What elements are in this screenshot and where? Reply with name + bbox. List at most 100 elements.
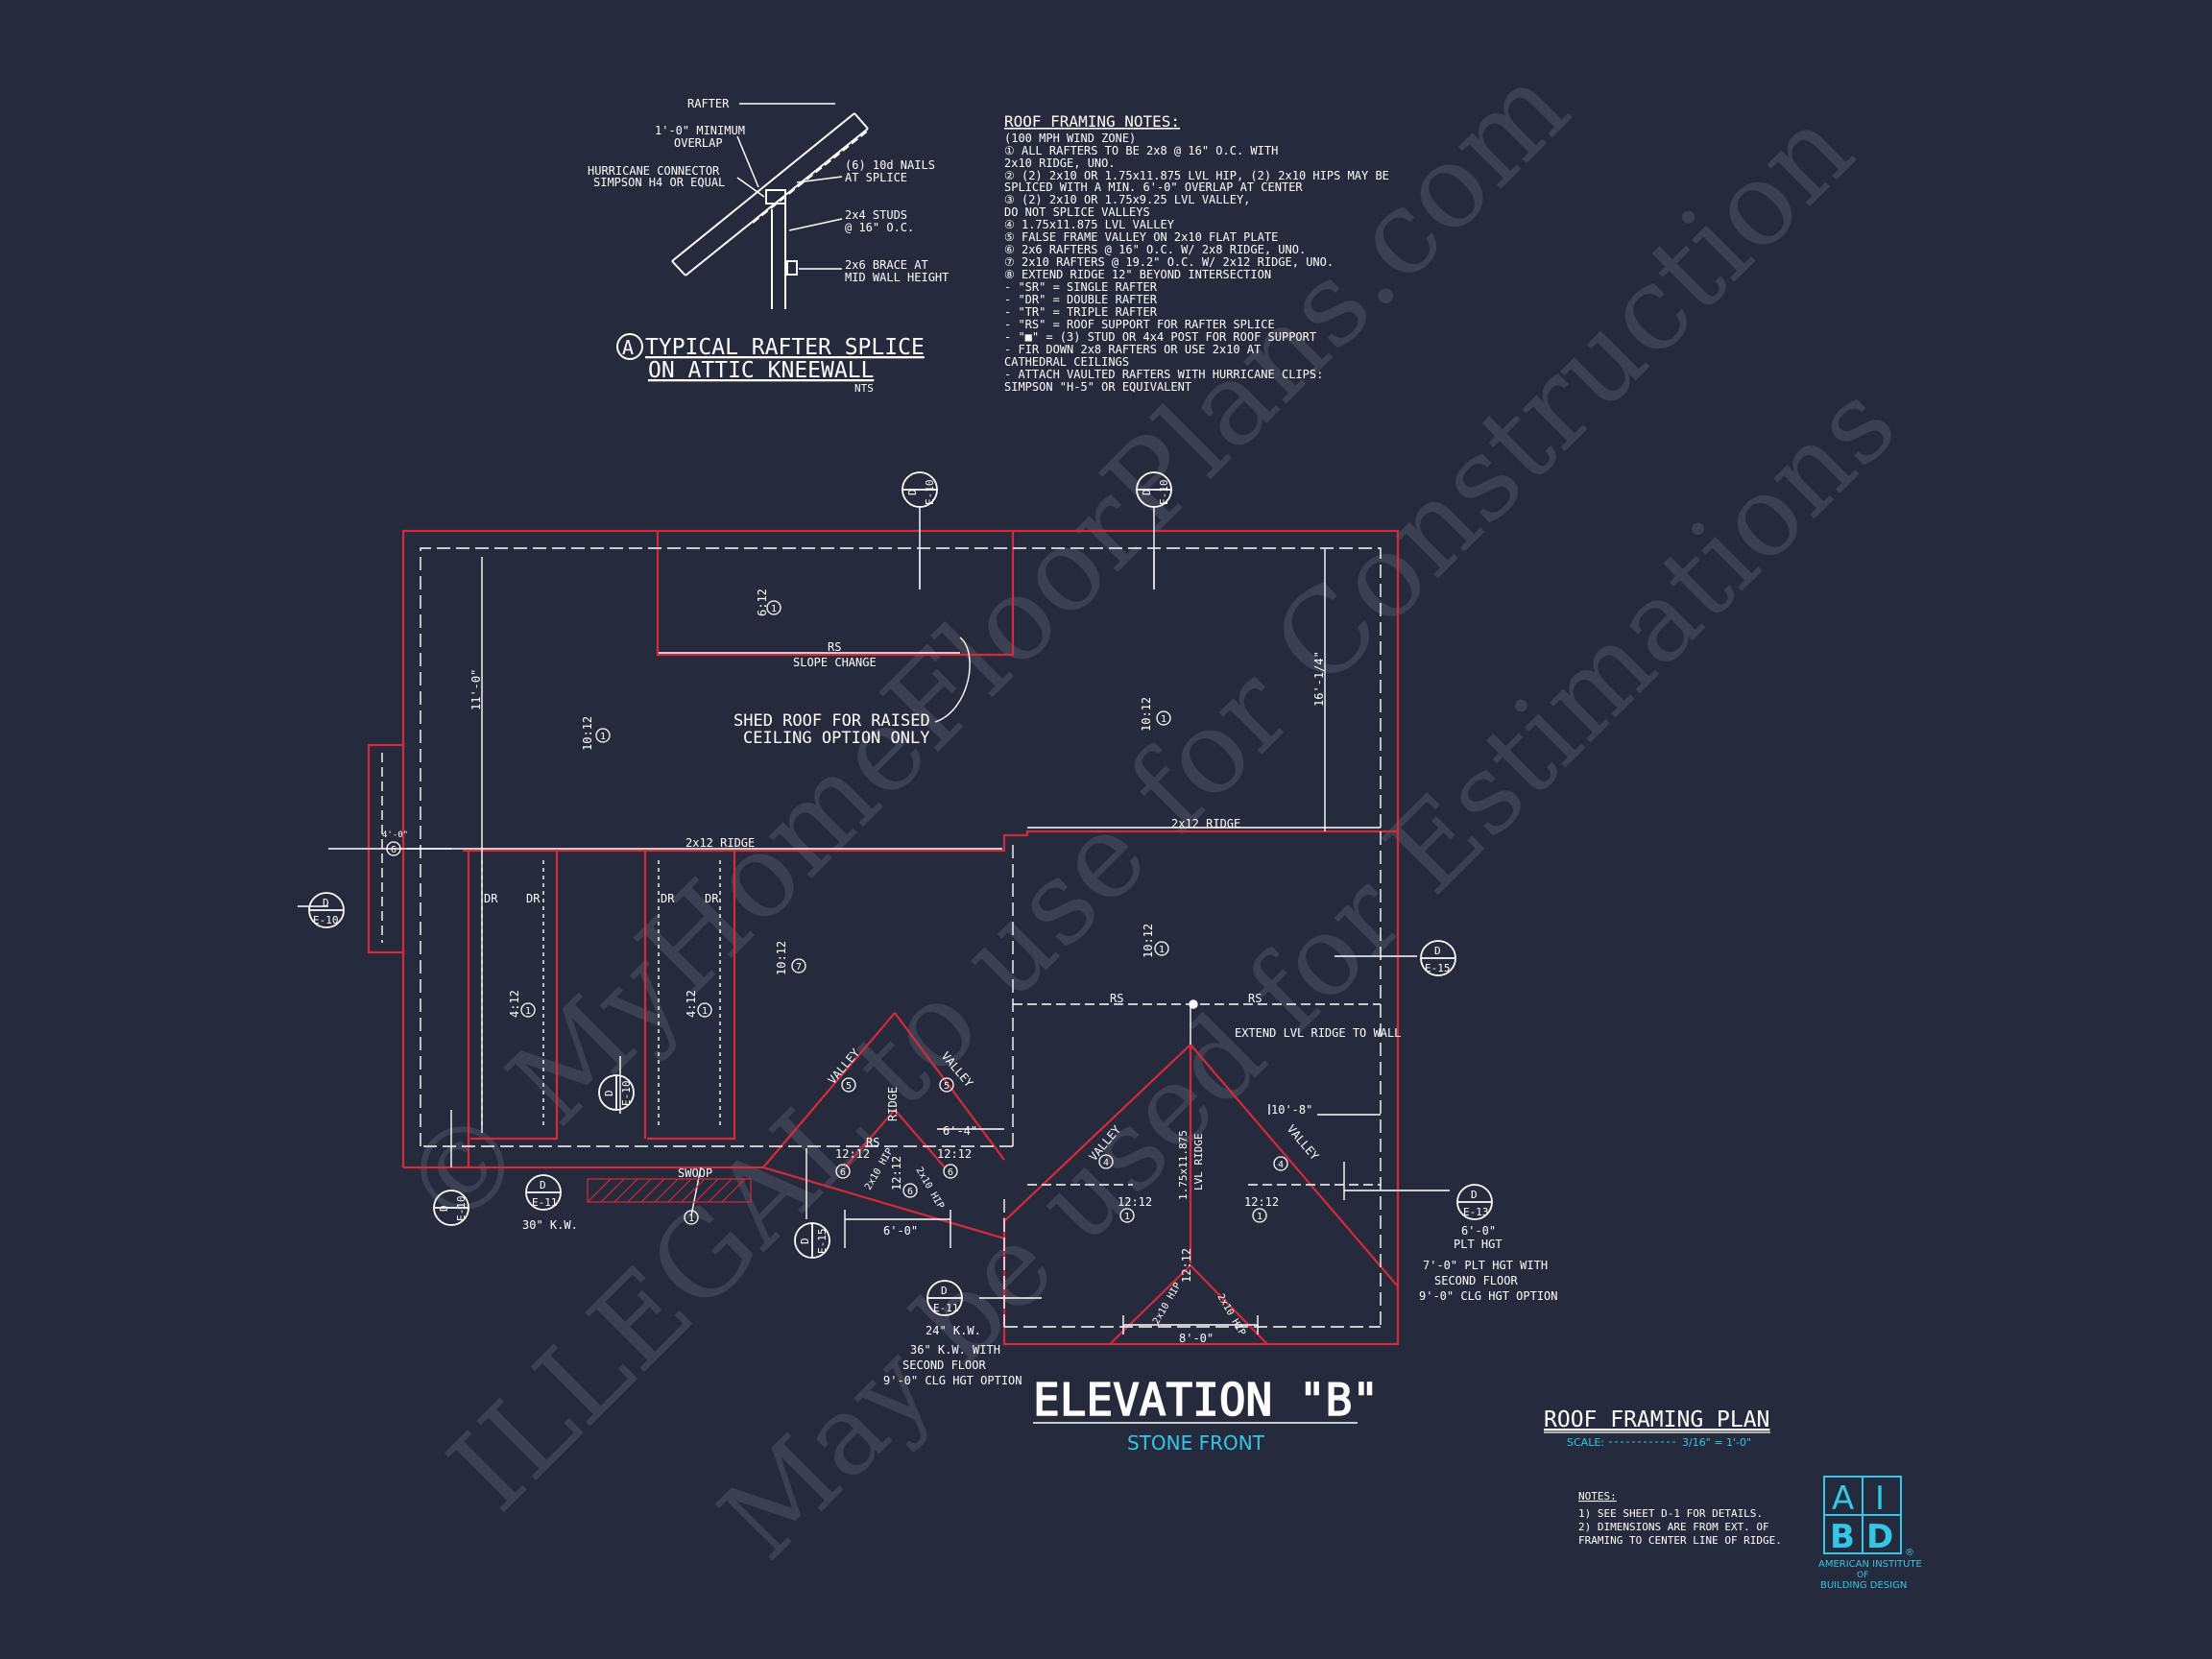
pitch-label: 10:12	[581, 716, 594, 751]
note-circle-numbers: 1 1 1 6 1 7 1 1 5 5 6 6 6 4 4 1 1 1	[391, 604, 1284, 1224]
notes-line: ⑤ FALSE FRAME VALLEY ON 2x10 FLAT PLATE	[1004, 230, 1278, 244]
rafter-splice-detail	[616, 103, 869, 360]
notes-line: - FIR DOWN 2x8 RAFTERS OR USE 2x10 AT	[1004, 343, 1261, 356]
notes-line: ⑥ 2x6 RAFTERS @ 16" O.C. W/ 2x8 RIDGE, U…	[1004, 243, 1306, 256]
dim-label: 10'-8"	[1271, 1103, 1312, 1117]
label-hurricane2: SIMPSON H4 OR EQUAL	[593, 176, 725, 189]
lvl-ridge-2: LVL RIDGE	[1192, 1133, 1205, 1190]
pitch-label: 12:12	[1244, 1195, 1279, 1209]
note-num: 5	[944, 1081, 950, 1092]
kw-24: 24" K.W.	[926, 1324, 981, 1337]
notes-line: ⑧ EXTEND RIDGE 12" BEYOND INTERSECTION	[1004, 268, 1271, 281]
pitch-label: 12:12	[1118, 1195, 1152, 1209]
note-num: 1	[688, 1214, 694, 1224]
note-num: 6	[907, 1187, 913, 1197]
tag-d: D	[1141, 489, 1153, 495]
shed-roof-leader	[934, 637, 971, 723]
tag-d: D	[438, 1205, 450, 1212]
shed-roof-2: CEILING OPTION ONLY	[743, 729, 929, 748]
hip-label: 2x10 HIP	[1214, 1292, 1247, 1337]
tag-d: D	[540, 1179, 546, 1191]
tag-e13: E-13	[1463, 1206, 1489, 1218]
framing-lines	[298, 507, 1450, 1334]
hip-label: 2x10 HIP	[913, 1166, 946, 1211]
note-num: 1	[1159, 945, 1165, 955]
logo-line3: BUILDING DESIGN	[1820, 1580, 1907, 1591]
rafter-splice-text: RAFTER 1'-0" MINIMUM OVERLAP HURRICANE C…	[588, 97, 949, 395]
notes-line: 2x10 RIDGE, UNO.	[1004, 156, 1116, 170]
sheet-title-block: ROOF FRAMING PLAN SCALE: 3/16" = 1'-0" N…	[1544, 1407, 1782, 1547]
tag-d: D	[603, 1090, 615, 1096]
scale-value: 3/16" = 1'-0"	[1682, 1436, 1751, 1449]
notes-line: DO NOT SPLICE VALLEYS	[1004, 205, 1150, 219]
aibd-logo: A I B D ® AMERICAN INSTITUTE OF BUILDING…	[1818, 1476, 1922, 1591]
sheet-note-2b: FRAMING TO CENTER LINE OF RIDGE.	[1578, 1534, 1782, 1547]
dim-label: 8'-0"	[1179, 1332, 1214, 1345]
logo-a: A	[1832, 1479, 1854, 1518]
label-hurricane1: HURRICANE CONNECTOR	[588, 164, 720, 178]
notes-title: ROOF FRAMING NOTES:	[1004, 112, 1180, 131]
roof-framing-notes: ROOF FRAMING NOTES: (100 MPH WIND ZONE) …	[1004, 112, 1389, 394]
note-num: 1	[1124, 1212, 1130, 1222]
label-overlap1: 1'-0" MINIMUM	[655, 124, 745, 137]
dr-label: DR	[484, 892, 498, 905]
ridge-2x12: 2x12 RIDGE	[1171, 817, 1240, 830]
dim-label: 11'-0"	[469, 669, 483, 710]
kw-36-1: 36" K.W. WITH	[910, 1343, 1000, 1357]
notes-line: - "TR" = TRIPLE RAFTER	[1004, 305, 1158, 319]
note-num: 5	[846, 1081, 852, 1092]
note-num: 7	[796, 962, 802, 973]
kw-36-2: SECOND FLOOR	[902, 1358, 986, 1372]
swoop-label: SWOOP	[678, 1166, 712, 1180]
elevation-title-block: ELEVATION "B" STONE FRONT	[1032, 1373, 1380, 1455]
plt-hgt: PLT HGT	[1454, 1238, 1503, 1251]
dim-label: 6'-0"	[883, 1224, 918, 1238]
notes-line: ⑦ 2x10 RAFTERS @ 19.2" O.C. W/ 2x12 RIDG…	[1004, 255, 1334, 269]
note-num: 4	[1103, 1158, 1109, 1168]
shed-roof-1: SHED ROOF FOR RAISED	[733, 711, 930, 731]
logo-line2: OF	[1857, 1571, 1868, 1580]
notes-line: SIMPSON "H-5" OR EQUIVALENT	[1004, 380, 1191, 394]
valley-label: VALLEY	[1285, 1122, 1322, 1164]
swoop-hatch	[587, 1178, 752, 1203]
pitch-label: 12:12	[937, 1147, 972, 1161]
dim-label: 4'-0"	[382, 830, 408, 840]
detail-title-1: TYPICAL RAFTER SPLICE	[645, 335, 925, 360]
sheet-note-2a: 2) DIMENSIONS ARE FROM EXT. OF	[1578, 1521, 1769, 1533]
label-overlap2: OVERLAP	[674, 136, 723, 150]
dim-label: 16'-1/4"	[1312, 651, 1326, 707]
pitch-label: 12:12	[835, 1147, 870, 1161]
note-num: 6	[840, 1167, 846, 1178]
notes-line: - "RS" = ROOF SUPPORT FOR RAFTER SPLICE	[1004, 318, 1275, 331]
notes-line: - ATTACH VAULTED RAFTERS WITH HURRICANE …	[1004, 368, 1323, 381]
pitch-label: 4:12	[685, 990, 698, 1018]
tag-d: D	[799, 1238, 811, 1244]
rs-label: RS	[828, 640, 841, 654]
watermark-line1: © MyHomeFloorPlans.com	[376, 40, 1594, 1258]
dim-label: 6'-4"	[943, 1124, 977, 1138]
tag-e10: E-10	[455, 1196, 468, 1222]
pitch-label: 10:12	[1142, 924, 1155, 958]
dr-label: DR	[661, 892, 675, 905]
tag-d: D	[906, 489, 919, 495]
label-nails1: (6) 10d NAILS	[845, 158, 935, 172]
wall-outline	[367, 529, 1400, 1346]
tag-e11: E-11	[933, 1302, 959, 1314]
sheet-note-1: 1) SEE SHEET D-1 FOR DETAILS.	[1578, 1507, 1763, 1520]
tag-d: D	[941, 1285, 948, 1297]
label-nails2: AT SPLICE	[845, 171, 907, 184]
notes-line: ③ (2) 2x10 OR 1.75x9.25 LVL VALLEY,	[1004, 193, 1250, 206]
plt-6: 6'-0"	[1461, 1224, 1496, 1238]
tag-e10: E-10	[313, 914, 339, 926]
note-circles	[386, 600, 1288, 1225]
section-tag-text: D E-10 D E-10 D E-10 D E-15 D E-10 D E-1…	[313, 480, 1489, 1315]
tag-e15: E-15	[1425, 962, 1451, 974]
rs-label: RS	[866, 1136, 879, 1149]
label-studs2: @ 16" O.C.	[845, 221, 914, 234]
pitch-label: 4:12	[508, 990, 521, 1018]
tag-e10: E-10	[924, 480, 936, 506]
notes-line: - "■" = (3) STUD OR 4x4 POST FOR ROOF SU…	[1004, 330, 1316, 344]
notes-line: - "SR" = SINGLE RAFTER	[1004, 280, 1158, 294]
note-num: 1	[1257, 1212, 1262, 1222]
